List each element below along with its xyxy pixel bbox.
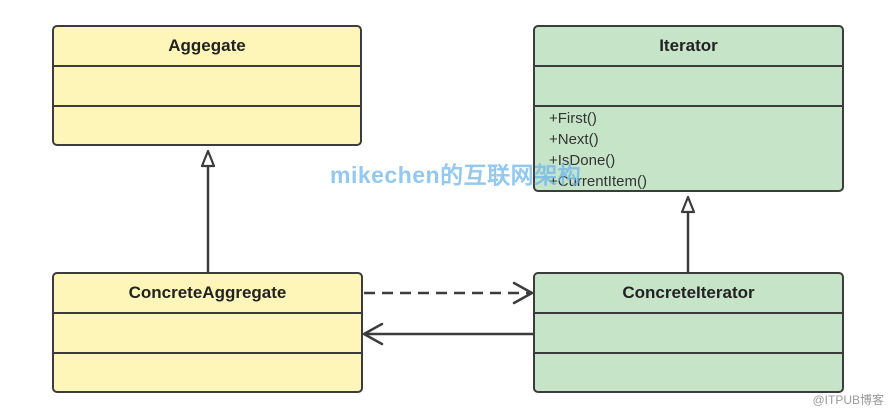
operation-isdone: +IsDone(): [549, 152, 616, 169]
class-name-aggregate: Aggegate: [54, 27, 360, 67]
inheritance-arrowhead-aggregate: [200, 149, 216, 168]
association-arrowhead: [362, 322, 384, 346]
watermark-text: mikechen的互联网架构: [330, 162, 582, 188]
class-box-iterator: Iterator +First() +Next() +IsDone() +Cur…: [533, 25, 844, 192]
class-name-concrete-aggregate: ConcreteAggregate: [54, 274, 361, 314]
inheritance-arrowhead-iterator: [680, 195, 696, 214]
class-name-iterator: Iterator: [535, 27, 842, 67]
class-box-concrete-aggregate: ConcreteAggregate: [52, 272, 363, 393]
class-operations-iterator: +First() +Next() +IsDone() +CurrentItem(…: [535, 107, 842, 190]
class-operations-concrete-aggregate: [54, 354, 361, 391]
class-operations-concrete-iterator: [535, 354, 842, 391]
class-attributes-concrete-aggregate: [54, 314, 361, 354]
source-credit: @ITPUB博客: [812, 393, 884, 407]
class-box-aggregate: Aggegate: [52, 25, 362, 146]
operation-next: +Next(): [549, 131, 599, 148]
class-name-concrete-iterator: ConcreteIterator: [535, 274, 842, 314]
class-attributes-concrete-iterator: [535, 314, 842, 354]
class-attributes-aggregate: [54, 67, 360, 107]
class-operations-aggregate: [54, 107, 360, 144]
class-attributes-iterator: [535, 67, 842, 107]
class-box-concrete-iterator: ConcreteIterator: [533, 272, 844, 393]
operation-currentitem: +CurrentItem(): [549, 173, 647, 190]
dependency-arrowhead: [512, 281, 534, 305]
operation-first: +First(): [549, 110, 597, 127]
operation-list: +First() +Next() +IsDone() +CurrentItem(…: [535, 107, 842, 190]
